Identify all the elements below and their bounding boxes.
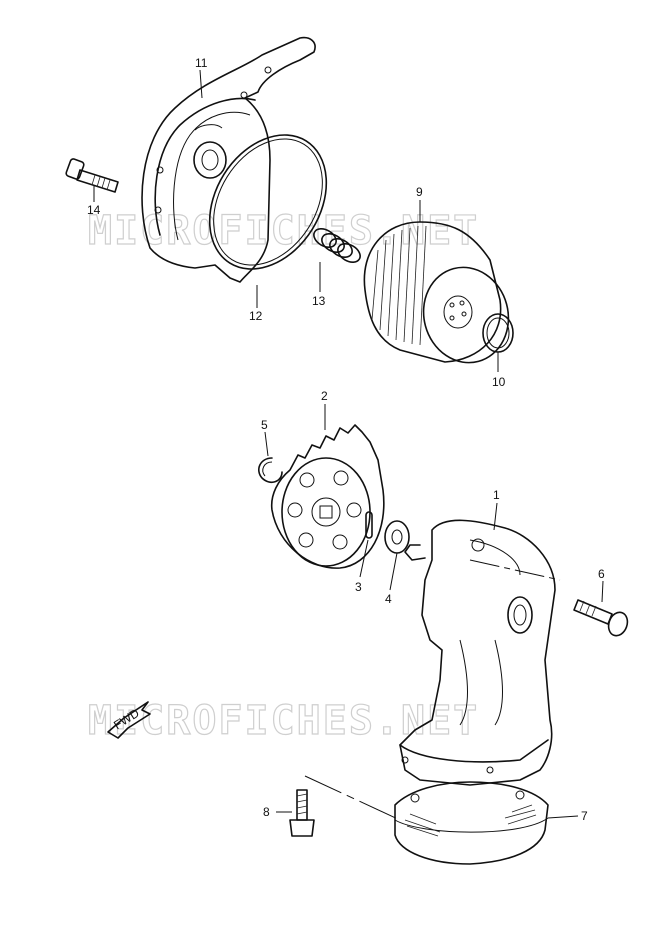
part-8-bolt — [289, 789, 315, 837]
callout-14: 14 — [87, 203, 101, 217]
watermark-top: MICROFICHES.NET — [88, 208, 479, 254]
callout-9: 9 — [416, 185, 423, 199]
callout-12: 12 — [249, 309, 263, 323]
callout-8: 8 — [263, 805, 270, 819]
part-12-o-ring — [208, 134, 328, 270]
leader-lines — [93, 69, 604, 821]
callout-4: 4 — [385, 592, 392, 606]
callout-6: 6 — [598, 567, 605, 581]
callout-11: 11 — [195, 56, 208, 70]
part-6-bolt — [573, 599, 629, 637]
callout-labels: 11 9 10 12 13 14 2 5 3 4 1 6 7 8 — [87, 56, 605, 823]
callout-10: 10 — [492, 375, 506, 389]
watermark-bottom: MICROFICHES.NET — [88, 698, 479, 744]
part-7-oil-strainer — [394, 781, 549, 865]
part-9-oil-filter — [363, 221, 510, 364]
part-14-bolt — [65, 158, 119, 193]
part-11-filter-cap-cover — [141, 36, 316, 283]
callout-1: 1 — [493, 488, 500, 502]
callout-5: 5 — [261, 418, 268, 432]
callout-2: 2 — [321, 389, 328, 403]
callout-3: 3 — [355, 580, 362, 594]
callout-7: 7 — [581, 809, 588, 823]
part-3-pin — [365, 511, 373, 539]
part-1-oil-pump-assy — [399, 519, 556, 786]
part-13-spring — [313, 228, 361, 263]
part-10-small-o-ring — [482, 313, 514, 353]
part-5-circlip — [258, 457, 283, 484]
callout-13: 13 — [312, 294, 326, 308]
part-4-washer — [384, 520, 410, 554]
